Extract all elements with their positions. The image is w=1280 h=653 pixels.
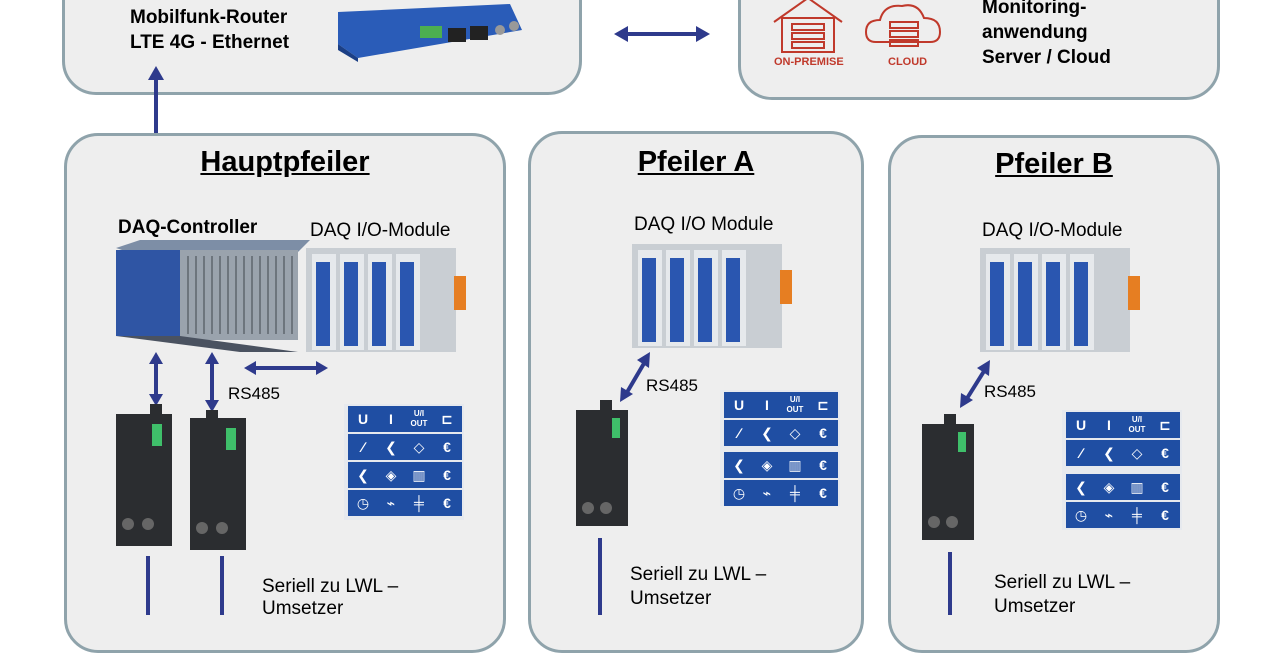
main-converters — [116, 404, 246, 615]
level-tile: ╪ — [1122, 502, 1152, 528]
router-label-line2: LTE 4G - Ethernet — [130, 32, 290, 53]
pillar-b-title: Pfeiler B — [995, 148, 1113, 180]
chevron-tile: ❮ — [348, 462, 378, 488]
main-pillar-title: Hauptpfeiler — [200, 146, 370, 178]
on-premise-label: ON-PREMISE — [774, 56, 844, 68]
main-rs485-label: RS485 — [228, 384, 280, 403]
diamond-tile: ◇ — [780, 420, 810, 446]
pillar-a-rs485-label: RS485 — [646, 376, 698, 395]
diamond-tile: ◇ — [404, 434, 434, 460]
cloud-server-icon — [864, 4, 942, 47]
pillar-a-module-label: DAQ I/O Module — [634, 214, 774, 235]
main-converter-label-line2: Umsetzer — [262, 598, 344, 619]
strain2-tile: € — [1150, 474, 1180, 500]
main-arrows — [149, 352, 328, 412]
diamond2-tile: ◈ — [752, 452, 782, 478]
bridge-tile: ⊏ — [808, 392, 838, 418]
strain3-tile: € — [808, 480, 838, 506]
main-module-label: DAQ I/O-Module — [310, 220, 451, 241]
pillar-a-io-modules — [576, 244, 792, 615]
router-label-line1: Mobilfunk-Router — [130, 7, 288, 28]
clock-tile: ◷ — [1066, 502, 1096, 528]
main-converter-label-line1: Seriell zu LWL – — [262, 576, 399, 597]
pillar-b-panel: Pfeiler B — [888, 135, 1220, 653]
rtd-tile: ❮ — [1094, 440, 1124, 466]
pillar-b-rs485-label: RS485 — [984, 382, 1036, 401]
current-tile: I — [376, 406, 406, 432]
strain3-tile: € — [1150, 502, 1180, 528]
daq-controller-device — [116, 240, 310, 352]
chevron-tile: ❮ — [1066, 474, 1096, 500]
on-premise-server-icon — [773, 0, 843, 53]
router-monitoring-arrow — [614, 26, 710, 42]
main-pillar-panel: Hauptpfeiler — [64, 133, 506, 653]
level-tile: ╪ — [780, 480, 810, 506]
pillar-b-io-modules — [922, 248, 1140, 615]
strain2-tile: € — [432, 462, 462, 488]
clock-tile: ◷ — [724, 480, 754, 506]
thermocouple-tile: ∕ — [1066, 440, 1096, 466]
voltage-tile: U — [724, 392, 754, 418]
monitoring-label-line2: anwendung — [982, 22, 1088, 43]
thermocouple-tile: ∕ — [724, 420, 754, 446]
strain-tile: € — [1150, 440, 1180, 466]
main-io-modules — [306, 248, 466, 352]
chevron-tile: ❮ — [724, 452, 754, 478]
bridge-tile: ⊏ — [432, 406, 462, 432]
strain3-tile: € — [432, 490, 462, 516]
voltage-tile: U — [348, 406, 378, 432]
current-tile: I — [1094, 412, 1124, 438]
wave-tile: ⌁ — [376, 490, 406, 516]
router-device-icon — [338, 4, 522, 62]
monitoring-label-line3: Server / Cloud — [982, 47, 1111, 68]
cloud-label: CLOUD — [888, 56, 928, 68]
diamond2-tile: ◈ — [1094, 474, 1124, 500]
pillar-b-converter-label-line1: Seriell zu LWL – — [994, 572, 1131, 593]
pillar-a-converter-label-line1: Seriell zu LWL – — [630, 564, 767, 585]
current-tile: I — [752, 392, 782, 418]
pillar-b-module-label: DAQ I/O-Module — [982, 220, 1123, 241]
strain-tile: € — [432, 434, 462, 460]
pillar-a-title: Pfeiler A — [637, 146, 755, 178]
bars-tile: ▥ — [780, 452, 810, 478]
level-tile: ╪ — [404, 490, 434, 516]
strain2-tile: € — [808, 452, 838, 478]
strain-tile: € — [808, 420, 838, 446]
wave-tile: ⌁ — [1094, 502, 1124, 528]
wave-tile: ⌁ — [752, 480, 782, 506]
bars-tile: ▥ — [404, 462, 434, 488]
diamond-tile: ◇ — [1122, 440, 1152, 466]
rtd-tile: ❮ — [376, 434, 406, 460]
bridge-tile: ⊏ — [1150, 412, 1180, 438]
pillar-a-converter-label-line2: Umsetzer — [630, 588, 712, 609]
pillar-b-converter-label-line2: Umsetzer — [994, 596, 1076, 617]
rtd-tile: ❮ — [752, 420, 782, 446]
bars-tile: ▥ — [1122, 474, 1152, 500]
daq-controller-label: DAQ-Controller — [118, 217, 258, 238]
thermocouple-tile: ∕ — [348, 434, 378, 460]
voltage-tile: U — [1066, 412, 1096, 438]
monitoring-label-line1: Monitoring- — [982, 0, 1087, 18]
clock-tile: ◷ — [348, 490, 378, 516]
monitoring-panel — [738, 0, 1220, 100]
diamond2-tile: ◈ — [376, 462, 406, 488]
